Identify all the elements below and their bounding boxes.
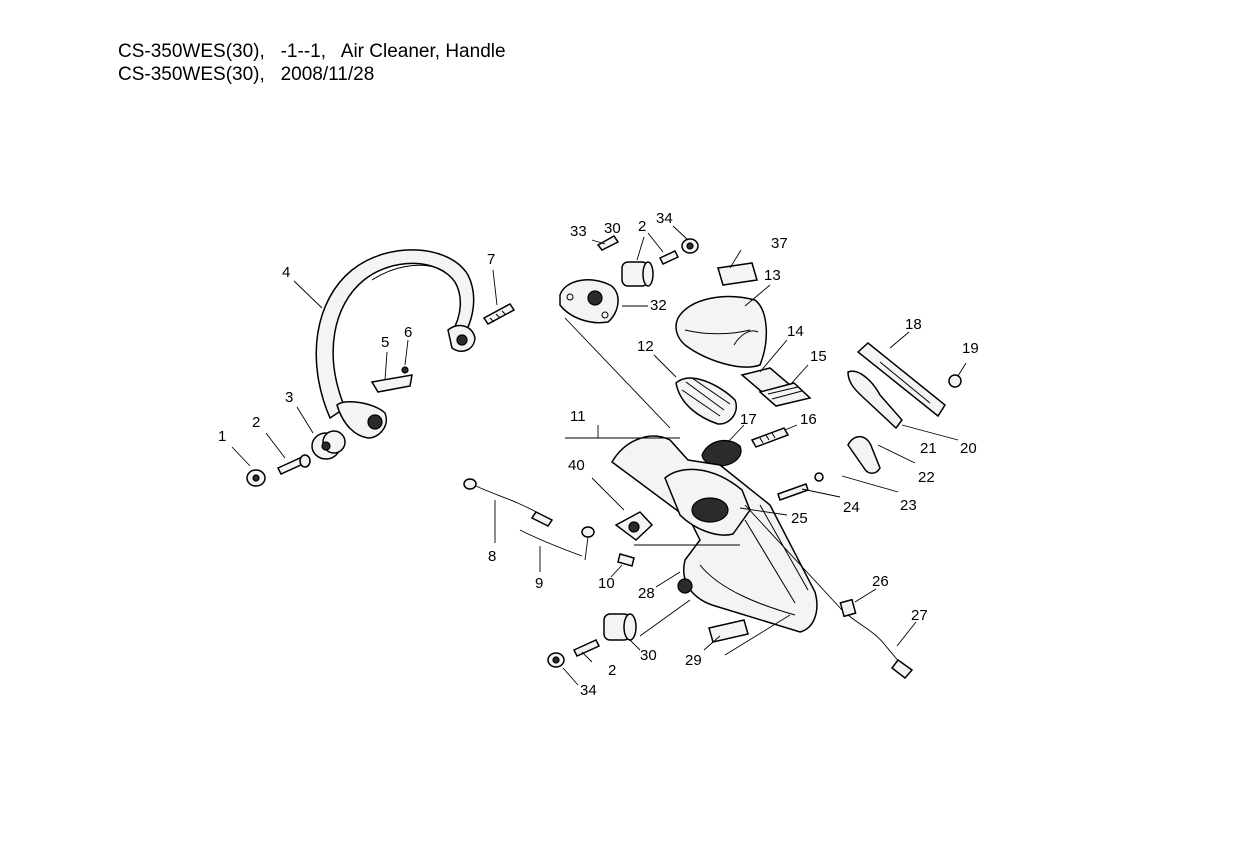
callout-2-top: 2 <box>638 218 646 235</box>
header-title-line: CS-350WES(30), -1--1, Air Cleaner, Handl… <box>118 41 506 62</box>
callout-25: 25 <box>791 510 808 527</box>
callout-30-top: 30 <box>604 220 621 237</box>
front-handle <box>315 249 476 439</box>
wiring-parts <box>463 478 654 567</box>
callout-30-bottom: 30 <box>640 647 657 664</box>
callout-34-top: 34 <box>656 210 673 227</box>
throttle-parts <box>777 342 962 501</box>
callout-10: 10 <box>598 575 615 592</box>
callout-11: 11 <box>570 408 586 425</box>
callout-37: 37 <box>771 235 788 252</box>
callout-8: 8 <box>488 548 496 565</box>
cover-screw-and-cap <box>701 427 790 467</box>
callout-7: 7 <box>487 251 495 268</box>
callout-6: 6 <box>404 324 412 341</box>
callout-20: 20 <box>960 440 977 457</box>
callout-34-bottom: 34 <box>580 682 597 699</box>
callout-24: 24 <box>843 499 860 516</box>
callout-27: 27 <box>911 607 928 624</box>
callout-5: 5 <box>381 334 389 351</box>
callout-32: 32 <box>650 297 667 314</box>
callout-9: 9 <box>535 575 543 592</box>
callout-13: 13 <box>764 267 781 284</box>
air-filter-parts <box>675 367 812 425</box>
callout-2: 2 <box>252 414 260 431</box>
callout-4: 4 <box>282 264 290 281</box>
clip-and-screw <box>370 366 413 393</box>
callout-16: 16 <box>800 411 817 428</box>
callout-17: 17 <box>740 411 757 428</box>
callout-labels: 1 2 3 4 5 6 7 8 9 10 11 12 13 14 15 16 1… <box>218 210 979 699</box>
callout-18: 18 <box>905 316 922 333</box>
header-date-line: CS-350WES(30), 2008/11/28 <box>118 64 375 85</box>
callout-29: 29 <box>685 652 702 669</box>
callout-3: 3 <box>285 389 293 406</box>
upper-mount-parts <box>559 235 699 324</box>
leader-lines <box>231 225 967 686</box>
callout-22: 22 <box>918 469 935 486</box>
callout-14: 14 <box>787 323 804 340</box>
air-cleaner-cover <box>675 262 768 368</box>
callout-23: 23 <box>900 497 917 514</box>
callout-28: 28 <box>638 585 655 602</box>
callout-12: 12 <box>637 338 654 355</box>
callout-2-bottom: 2 <box>608 662 616 679</box>
callout-15: 15 <box>810 348 827 365</box>
callout-40: 40 <box>568 457 585 474</box>
callout-33: 33 <box>570 223 587 240</box>
rear-handle-body <box>611 435 818 633</box>
callout-26: 26 <box>872 573 889 590</box>
callout-19: 19 <box>962 340 979 357</box>
handle-bolt <box>482 303 516 325</box>
stop-switch-wire <box>839 598 914 680</box>
callout-21: 21 <box>920 440 937 457</box>
handle-mount-hardware <box>246 430 346 487</box>
callout-1: 1 <box>218 428 226 445</box>
